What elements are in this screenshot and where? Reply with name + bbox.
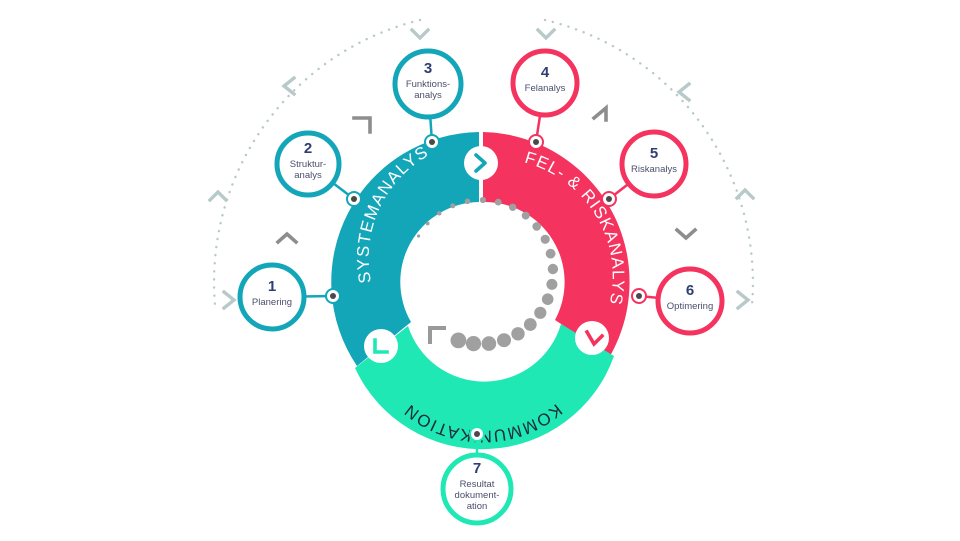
chevron-right-icon [474, 153, 487, 173]
chevron-down-icon [409, 27, 431, 41]
spiral-dot [425, 221, 430, 226]
spiral-dot [417, 234, 421, 238]
chevron-up-icon [207, 189, 229, 203]
spiral-dot [534, 306, 547, 319]
step-number: 3 [424, 60, 432, 77]
inner-dot-spiral [417, 196, 559, 352]
chevron-down-right-icon [591, 104, 608, 122]
spiral-dot [546, 278, 558, 290]
ring-segment-systemanalys [331, 132, 479, 366]
step-nodes: 1Planering2Struktur-analys3Funktions-ana… [237, 48, 725, 526]
chevron-down-right-badge [575, 321, 609, 355]
spiral-dot [464, 198, 471, 205]
connector-node-dot [474, 431, 480, 437]
step-label: Struktur- [290, 159, 326, 170]
connector-node-dot [351, 196, 357, 202]
spiral-dot [509, 203, 517, 211]
spiral-dot [450, 203, 456, 209]
connector-node-dot [533, 139, 539, 145]
step-number: 1 [268, 278, 276, 295]
ring-segment-fel-riskanalys [483, 132, 630, 356]
ring-segment-kommunikation [355, 324, 614, 450]
step-label: analys [294, 170, 322, 181]
chevron-right-icon [735, 289, 751, 311]
chevron-left-icon [676, 81, 692, 103]
spiral-dot [437, 211, 442, 216]
chevron-down-left-badge [364, 329, 398, 363]
chevron-down-left-icon [373, 338, 389, 354]
step-label: Optimering [667, 301, 713, 312]
chevron-left-icon [281, 75, 297, 97]
step-number: 7 [473, 460, 481, 477]
spiral-dot [532, 222, 541, 231]
spiral-dot [497, 333, 511, 348]
spiral-dot [450, 332, 467, 349]
chevron-up-icon [734, 187, 756, 201]
step-label: Planering [252, 297, 292, 308]
step-label: ation [467, 501, 488, 512]
spiral-dot [547, 263, 559, 275]
spiral-dot [481, 336, 497, 351]
step-number: 5 [650, 145, 658, 162]
spiral-dot [541, 293, 554, 306]
connector-node-dot [330, 293, 336, 299]
step-label: analys [414, 90, 442, 101]
chevron-up-icon [275, 231, 299, 245]
spiral-dot [521, 211, 530, 220]
spiral-dot [494, 198, 502, 206]
step-label: Riskanalys [631, 164, 677, 175]
chevron-down-right-icon [584, 329, 605, 347]
connector-node-dot [429, 139, 435, 145]
step-label: Felanalys [525, 83, 566, 94]
chevron-right-icon [221, 289, 237, 311]
chevron-down-icon [535, 27, 557, 41]
spiral-dot [479, 196, 486, 204]
chevron-up-left-icon [352, 116, 372, 134]
spiral-dot [523, 318, 537, 331]
step-label: Funktions- [406, 79, 450, 90]
chevron-up-left-icon [428, 326, 446, 344]
connector-node-dot [606, 196, 612, 202]
spiral-dot [540, 234, 550, 244]
chevron-right-badge [464, 146, 498, 180]
spiral-dot [545, 248, 556, 259]
step-label: dokument- [455, 490, 500, 501]
step-label: Resultat [460, 479, 495, 490]
step-number: 4 [541, 64, 550, 81]
spiral-dot [465, 336, 482, 352]
chevron-down-icon [674, 227, 698, 241]
step-number: 6 [686, 282, 694, 299]
step-number: 2 [304, 140, 312, 157]
spiral-dot [511, 327, 525, 341]
connector-node-dot [636, 293, 642, 299]
